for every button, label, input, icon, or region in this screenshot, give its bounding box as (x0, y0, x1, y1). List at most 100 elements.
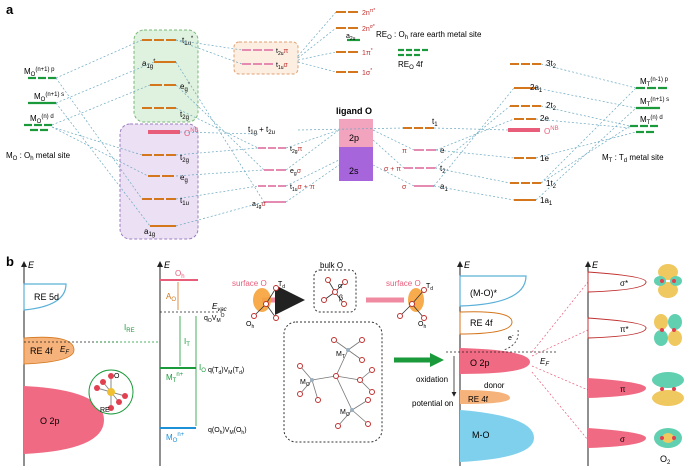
right-dos: E (M-O)* RE 4f e- O 2p EF oxidation pote… (412, 260, 589, 466)
center-mt-label: MTn+ (166, 372, 184, 384)
cluster-mo-left: MO (300, 379, 310, 388)
center-it-label: IT (184, 337, 190, 348)
mt-site-caption: MT : Td metal site (602, 153, 664, 164)
right-mo-label: M-O (472, 430, 490, 440)
left-re5d-band (23, 283, 67, 311)
re-site-title: REO : Oh rare earth metal site (376, 30, 482, 41)
o2-pi-picture (652, 372, 684, 406)
mo-level-d: MO(n) d (30, 114, 54, 125)
right-re4f-top-label: RE 4f (470, 318, 493, 328)
right-mo-star-band (459, 275, 527, 307)
ligand-2p-block (339, 119, 373, 147)
left-o2p-label: O 2p (40, 416, 60, 426)
ligand-group-orbitals: t2uπ t1uσ t1g + t2u t2gπ egσ t1uσ + π a1… (242, 48, 315, 210)
left-ire-label: IRE (124, 323, 135, 334)
o2-sigma-band (588, 428, 646, 448)
green-antibonding-box (133, 29, 199, 123)
left-re5d-label: RE 5d (34, 292, 59, 302)
re-site: a2u 2nπ* 2nσ* 1π* 1σ* REO : Oh rare eart… (336, 8, 482, 77)
surface-right-oh: Oh (418, 321, 426, 330)
bulk-o-box (313, 269, 357, 313)
cluster-box (283, 321, 383, 443)
purple-bonding-box (119, 123, 199, 240)
re-structure-o: O (114, 373, 120, 380)
ligand-2s-block (339, 147, 373, 181)
o2-sigma-picture (654, 428, 682, 448)
mo-orbitals: t1u* a1g* eg* t2g ONB t2g eg t1u a1g (142, 36, 199, 238)
mo-a1g-star: a1g* (142, 59, 156, 70)
mo-metal-site: MO(n+1) p MO(n+1) s MO(n) d MO : Oh meta… (6, 67, 71, 162)
panel-b-label: b (6, 254, 14, 269)
connectors-a (51, 11, 637, 227)
o2-pi-label: π (620, 385, 626, 394)
lig-eg-sigma: egσ (290, 168, 302, 177)
o2-label: O2 (660, 454, 671, 466)
lig-t2u: t2uπ (276, 48, 289, 57)
ligand-o-title: ligand O (336, 106, 372, 116)
td-2a1: 2a1 (530, 83, 543, 94)
mo-t1u-low: t1u (180, 196, 189, 207)
td-1a1: 1a1 (540, 196, 553, 207)
mo-level-p: MO(n+1) p (24, 67, 55, 78)
right-oxidation-label: oxidation (416, 375, 448, 384)
right-o2p-label: O 2p (470, 358, 490, 368)
center-qvm-label: qOVMO (204, 313, 225, 324)
mt-level-d: MT(n) d (640, 115, 663, 126)
o2-pi-star-label: π* (620, 325, 629, 334)
ligand-2p-label: 2p (349, 133, 359, 143)
td-2e: 2e (540, 114, 549, 123)
mo-onb: ONB (184, 128, 199, 138)
td-onb: ONB (544, 126, 559, 136)
td-e: e (440, 146, 445, 155)
td-sp: σ + π (384, 166, 401, 173)
lig-t1u-sp: t1uσ + π (290, 184, 315, 193)
bulk-o-label: bulk O (320, 261, 343, 270)
surface-o-right-label: surface O (386, 279, 421, 288)
re-a2u: a2u (346, 33, 356, 42)
re-level-1pi: 1π* (362, 48, 373, 57)
td-1t2: 1t2 (546, 179, 557, 190)
mo-t2g-low: t2g (180, 153, 189, 164)
center-evac-label: Evac (212, 302, 227, 313)
mo-t2g: t2g (180, 110, 189, 121)
mo-eg-star: eg* (180, 82, 191, 93)
o2-orbitals: E σ* π* π σ O2 (585, 260, 684, 466)
panel-a-label: a (6, 2, 14, 17)
crystal-cluster: MT MO MO (283, 321, 383, 443)
right-electron-label: e- (508, 333, 514, 342)
surface-right-td: Td (426, 283, 433, 292)
right-re4f-top-band (459, 311, 513, 335)
td-3t2: 3t2 (546, 59, 557, 70)
o2-sigma-label: σ (620, 435, 625, 444)
right-ef-label: EF (540, 357, 549, 368)
re-atom (107, 388, 115, 396)
re-level-2n-pi: 2nπ* (362, 8, 375, 17)
bulk-alpha: α (338, 283, 342, 290)
re-level-1sigma: 1σ* (362, 68, 372, 77)
surface-o-left-label: surface O (232, 279, 267, 288)
lig-t2g-pi: t2gπ (290, 146, 303, 155)
center-mo-label: MOn+ (166, 432, 185, 444)
lig-a1g-sigma: a1gσ (252, 201, 266, 210)
cluster-mt: MT (336, 351, 345, 360)
left-dos: E RE 5d RE 4f EF O 2p IRE O RE (21, 260, 158, 466)
o2-pi-star-picture (654, 314, 682, 346)
td-orbitals: t1 e t2 a1 π σ + π σ 3t2 2a1 2t2 2e ONB … (384, 59, 559, 207)
mo-site-caption: MO : Oh metal site (6, 151, 71, 162)
center-energy-ladder: E Oh AO Evac IT IO MTn+ MOn+ qOVMO q(Td)… (157, 260, 247, 466)
lig-combo: t1g + t2u (248, 125, 275, 136)
center-axis-e: E (164, 260, 171, 270)
left-axis-e: E (28, 260, 35, 270)
td-t2: t2 (440, 164, 446, 175)
td-a1: a1 (440, 182, 448, 193)
left-o2p-band (24, 386, 104, 454)
surface-left-td: Td (278, 281, 285, 290)
center-ao-label: AO (166, 292, 176, 303)
right-mo-band (460, 410, 534, 462)
lig-t1u: t1uσ (276, 62, 289, 71)
right-re4f-low-label: RE 4f (468, 395, 489, 404)
right-o2p-band (460, 348, 530, 374)
center-io-label: IO (199, 363, 206, 374)
td-1e: 1e (540, 154, 549, 163)
